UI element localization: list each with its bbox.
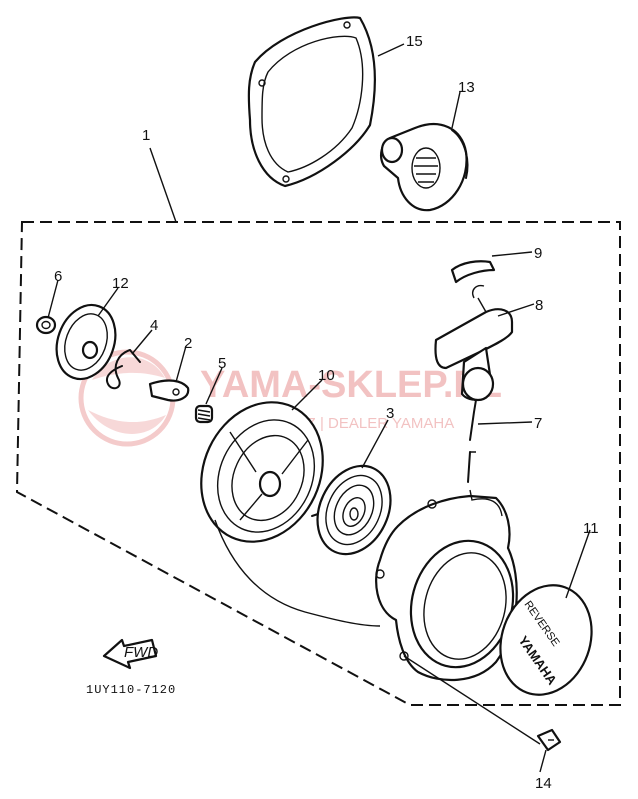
part-9-handle-cap <box>450 260 496 284</box>
part-8-starter-handle <box>434 284 514 402</box>
part-11-emblem: REVERSE YAMAHA <box>499 584 593 696</box>
starter-case <box>375 489 518 682</box>
label-6: 6 <box>54 268 62 285</box>
fwd-label: FWD <box>124 644 158 661</box>
label-7: 7 <box>534 415 542 432</box>
part-5-spring <box>194 404 214 424</box>
label-8: 8 <box>535 297 543 314</box>
drawing-code: 1UY110-7120 <box>86 683 176 697</box>
watermark-title: YAMA-SKLEP.PL <box>200 364 502 406</box>
part-3-recoil-spring <box>311 464 392 556</box>
label-9: 9 <box>534 245 542 262</box>
assembly-boundary <box>15 221 621 706</box>
leader-lines <box>47 43 591 773</box>
fwd-arrow-icon: FWD <box>102 638 158 670</box>
label-11: 11 <box>583 520 599 537</box>
label-4: 4 <box>150 317 158 334</box>
watermark: YAMA-SKLEP.PL NIEJEWICZ | DEALER YAMAHA <box>78 349 502 447</box>
label-1: 1 <box>142 127 150 144</box>
part-6-nut <box>35 315 57 335</box>
label-15: 15 <box>406 33 423 50</box>
part-13-pulley <box>380 123 469 212</box>
part-15-gasket <box>247 16 376 188</box>
label-14: 14 <box>535 775 552 792</box>
part-number-labels: 1 2 3 4 5 6 7 8 9 10 11 12 13 14 15 <box>54 33 599 792</box>
part-12-drive-plate <box>55 303 117 381</box>
label-5: 5 <box>218 355 226 372</box>
part-14-bolt <box>536 728 562 752</box>
part-2-pawl <box>148 379 190 402</box>
part-7-rope <box>467 399 478 483</box>
label-13: 13 <box>458 79 475 96</box>
part-10-sheave-drum <box>200 401 324 543</box>
label-2: 2 <box>184 335 192 352</box>
label-3: 3 <box>386 405 394 422</box>
starter-rope <box>214 519 381 627</box>
label-10: 10 <box>318 367 335 384</box>
part-4-clip <box>106 349 141 390</box>
label-12: 12 <box>112 275 129 292</box>
